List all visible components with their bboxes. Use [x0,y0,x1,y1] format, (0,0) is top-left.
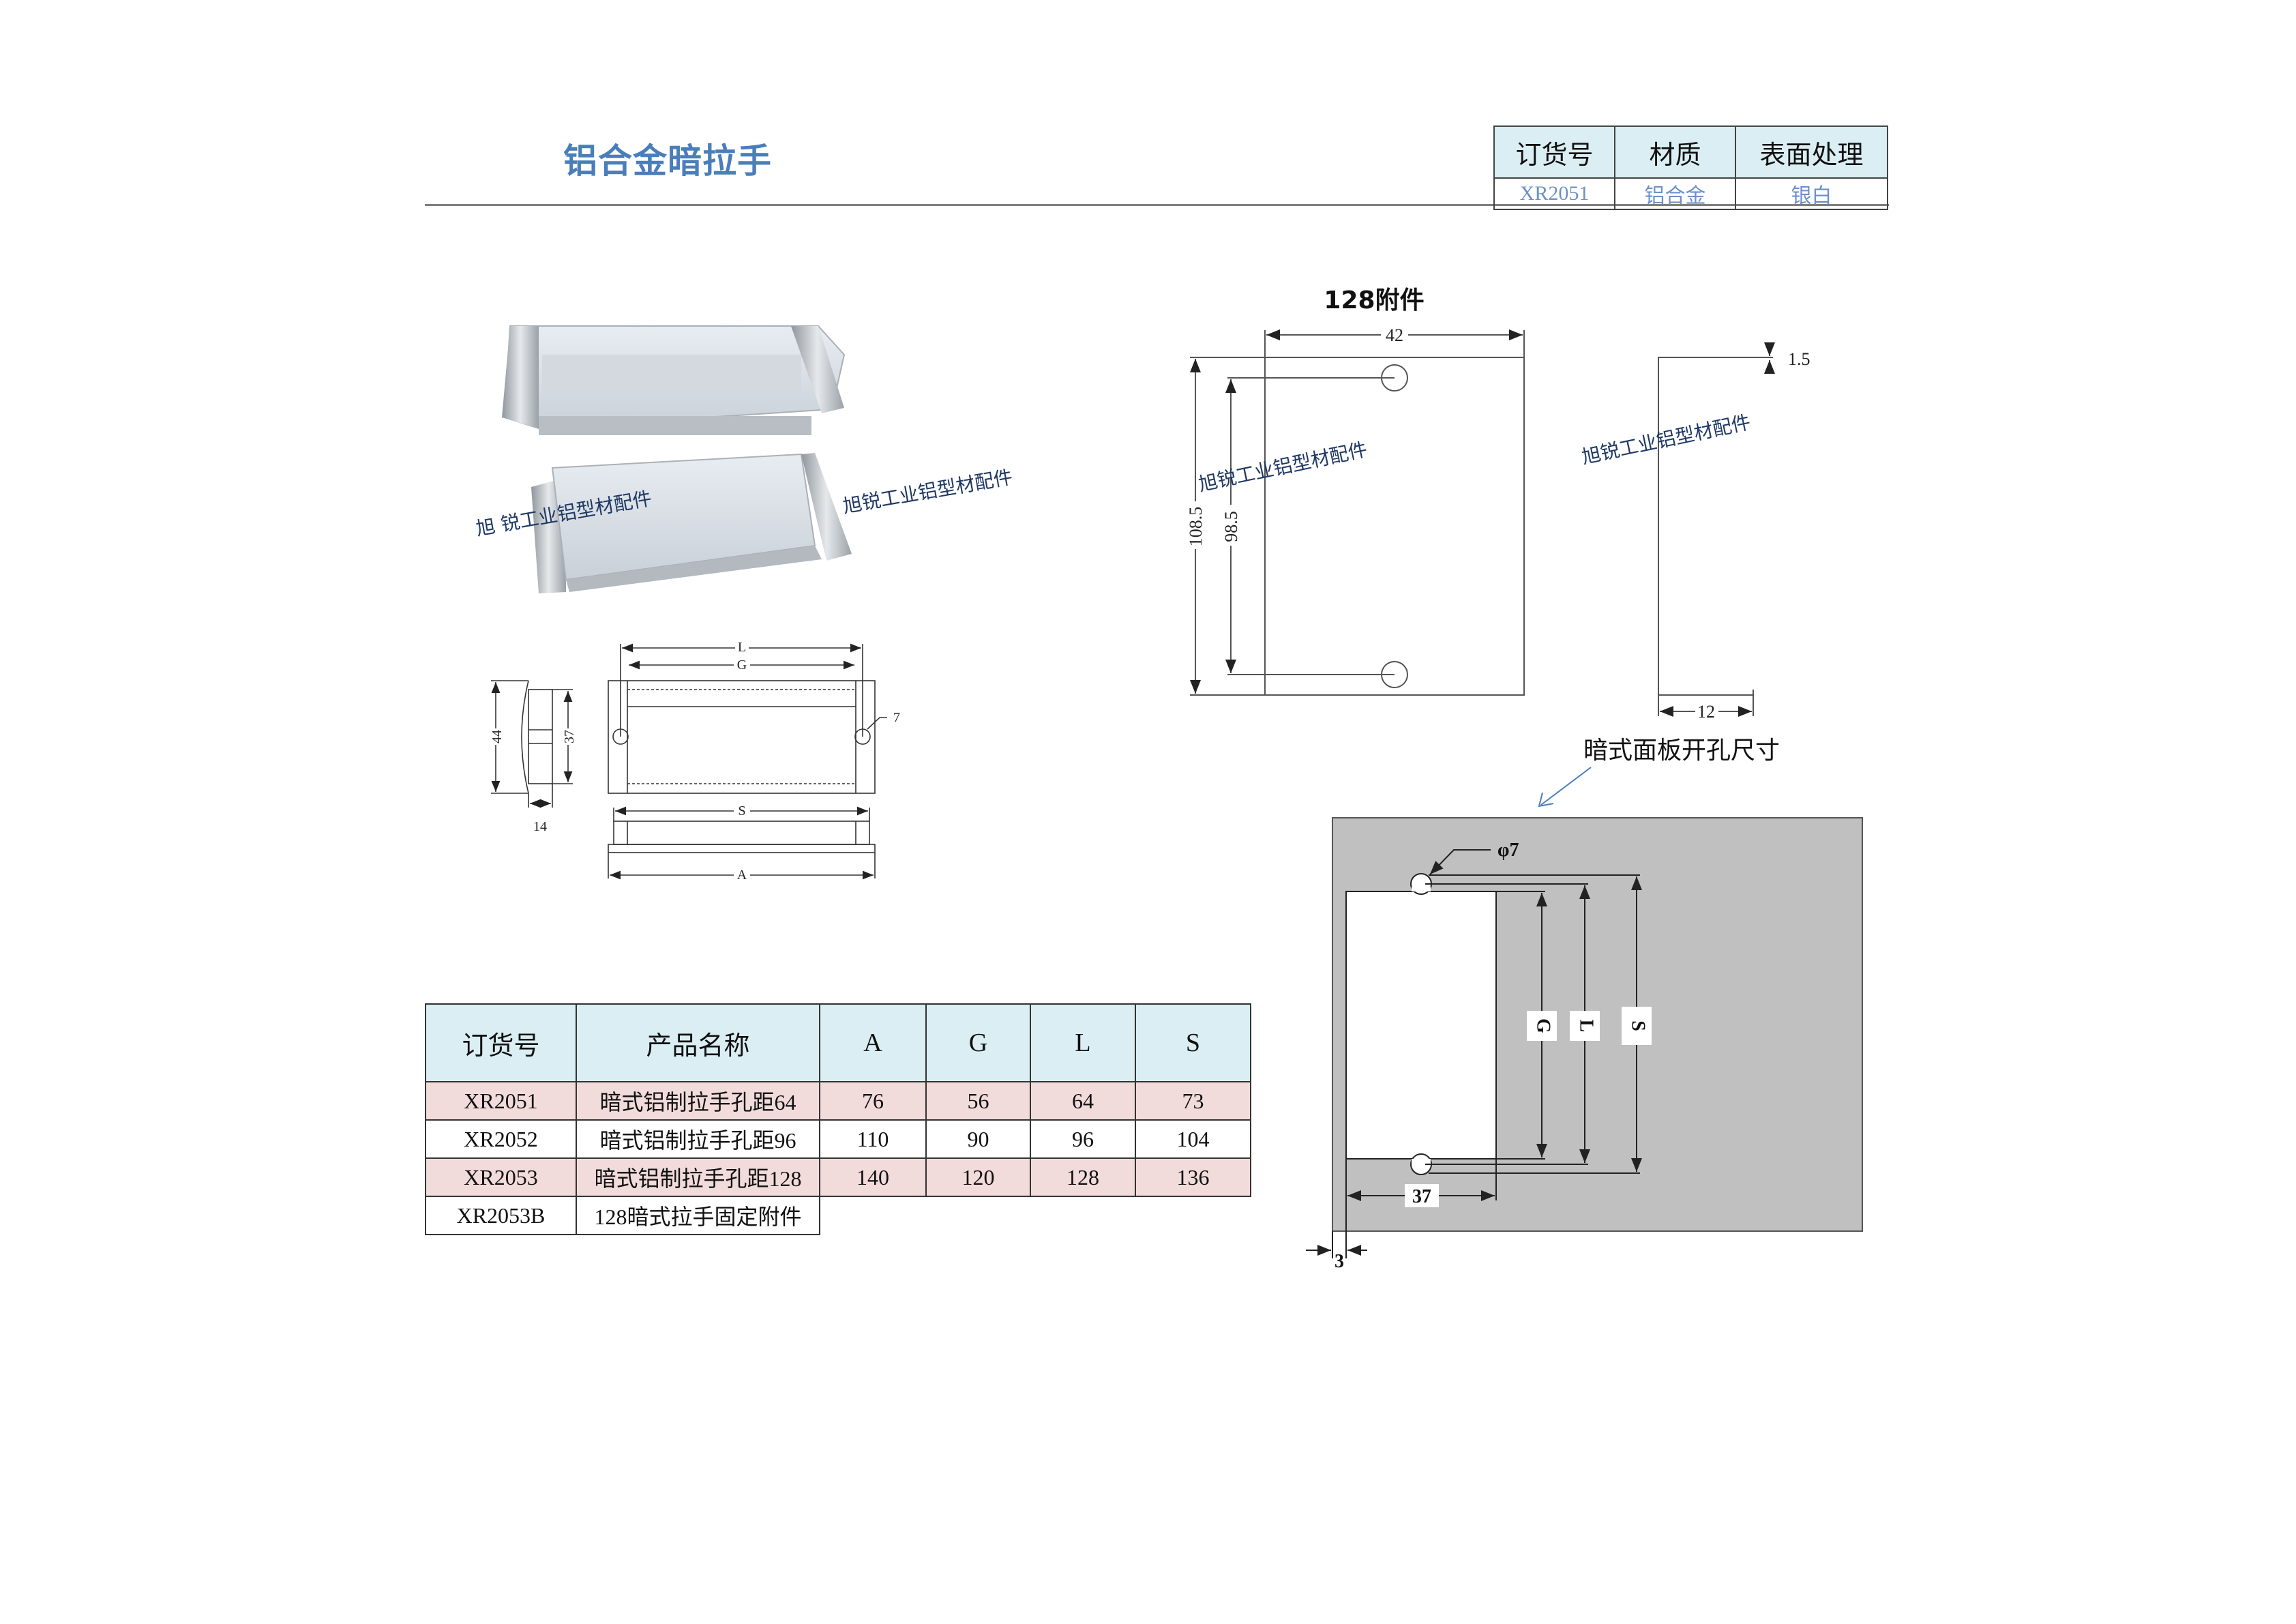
col-g: G [925,1003,1031,1082]
dim-label-1-5: 1.5 [1788,349,1810,369]
handle-dimension-drawing [491,643,887,880]
order-no-value: XR2051 [1493,177,1615,210]
handle-dimension-labels: 44 37 14 L G 7 S A [488,640,900,883]
header-divider [425,204,1889,206]
table-row: XR2051 暗式铝制拉手孔距64 76 56 64 73 [425,1081,1251,1121]
dim-label-44: 44 [490,730,505,743]
dim-label-s: S [738,803,745,818]
cutout-labels: φ7 G L S 37 3 [1335,840,1652,1272]
attachment-labels: 42 108.5 98.5 12 1.5 旭锐工业铝型材配件 旭锐工业铝型材配件 [1186,325,1810,722]
dim-label-98-5: 98.5 [1221,511,1241,542]
handle-photo-bottom [531,453,852,593]
dim-label-l: L [738,640,746,655]
cell-l: 64 [1030,1081,1136,1121]
table-header-row: 订货号 产品名称 A G L S [425,1003,1251,1082]
col-a: A [819,1003,927,1082]
cell-l: 128 [1030,1157,1136,1197]
dim-label-108-5: 108.5 [1186,507,1206,547]
cell-s: 136 [1135,1157,1251,1197]
cell-product-name: 暗式铝制拉手孔距96 [576,1119,820,1159]
material-value: 铝合金 [1614,177,1736,210]
dim-label-42: 42 [1386,325,1403,345]
order-spec-table: 订货号 材质 表面处理 XR2051 铝合金 银白 [1493,126,1888,210]
attachment-title: 128附件 [1324,286,1424,314]
cell-product-name: 暗式铝制拉手孔距128 [576,1157,820,1197]
col-l: L [1030,1003,1136,1082]
cell-l: 96 [1030,1119,1136,1159]
attachment-drawing [1190,329,1775,717]
cell-order-no: XR2053B [425,1196,577,1235]
dim-label-37: 37 [562,730,577,743]
cell-a: 76 [819,1081,927,1121]
table-header-row: 订货号 材质 表面处理 [1493,126,1888,179]
watermark: 旭锐工业铝型材配件 [1580,411,1753,469]
dim-label-g: G [1533,1018,1554,1033]
dim-label-s: S [1628,1020,1649,1031]
table-row: XR2052 暗式铝制拉手孔距96 110 90 96 104 [425,1119,1251,1159]
dim-label-3: 3 [1335,1251,1344,1272]
pointer-arrow [1540,767,1592,806]
handle-photo-top [502,325,846,435]
header-order-no: 订货号 [1493,126,1615,179]
dim-label-a: A [737,868,747,883]
finish-value: 银白 [1735,177,1888,210]
watermark: 旭锐工业铝型材配件 [841,466,1014,518]
cell-g: 90 [925,1119,1031,1159]
empty-cell [820,1196,1251,1235]
cell-s: 104 [1135,1119,1251,1159]
dim-label-12: 12 [1697,702,1715,722]
dim-label-hole-diameter: φ7 [1497,840,1519,861]
table-row: XR2053 暗式铝制拉手孔距128 140 120 128 136 [425,1157,1251,1197]
col-product-name: 产品名称 [576,1003,820,1082]
header-finish: 表面处理 [1735,126,1888,179]
dim-label-hole: 7 [893,710,900,725]
cell-s: 73 [1135,1081,1251,1121]
dim-label-14: 14 [533,819,547,834]
pointer-arrow-head [1538,792,1554,808]
watermark: 旭锐工业铝型材配件 [1197,438,1369,496]
header-material: 材质 [1614,126,1736,179]
col-order-no: 订货号 [425,1003,577,1082]
cell-g: 120 [925,1157,1031,1197]
table-row: XR2051 铝合金 银白 [1493,177,1888,210]
cell-a: 110 [819,1119,927,1159]
dim-label-g: G [737,658,747,673]
cutout-title: 暗式面板开孔尺寸 [1583,737,1780,765]
cell-g: 56 [925,1081,1031,1121]
cell-order-no: XR2052 [425,1119,577,1159]
page-title: 铝合金暗拉手 [563,141,772,181]
dim-label-l: L [1576,1020,1597,1033]
cell-product-name: 暗式铝制拉手孔距64 [576,1081,820,1121]
product-table: 订货号 产品名称 A G L S XR2051 暗式铝制拉手孔距64 76 56… [425,1003,1251,1235]
product-photo: 旭 锐工业铝型材配件 旭锐工业铝型材配件 [474,325,1014,593]
cell-order-no: XR2051 [425,1081,577,1121]
cell-a: 140 [819,1157,927,1197]
dim-label-37: 37 [1412,1186,1431,1207]
cell-order-no: XR2053 [425,1157,577,1197]
cell-product-name: 128暗式拉手固定附件 [576,1196,820,1235]
table-row: XR2053B 128暗式拉手固定附件 [425,1196,1251,1235]
col-s: S [1135,1003,1251,1082]
